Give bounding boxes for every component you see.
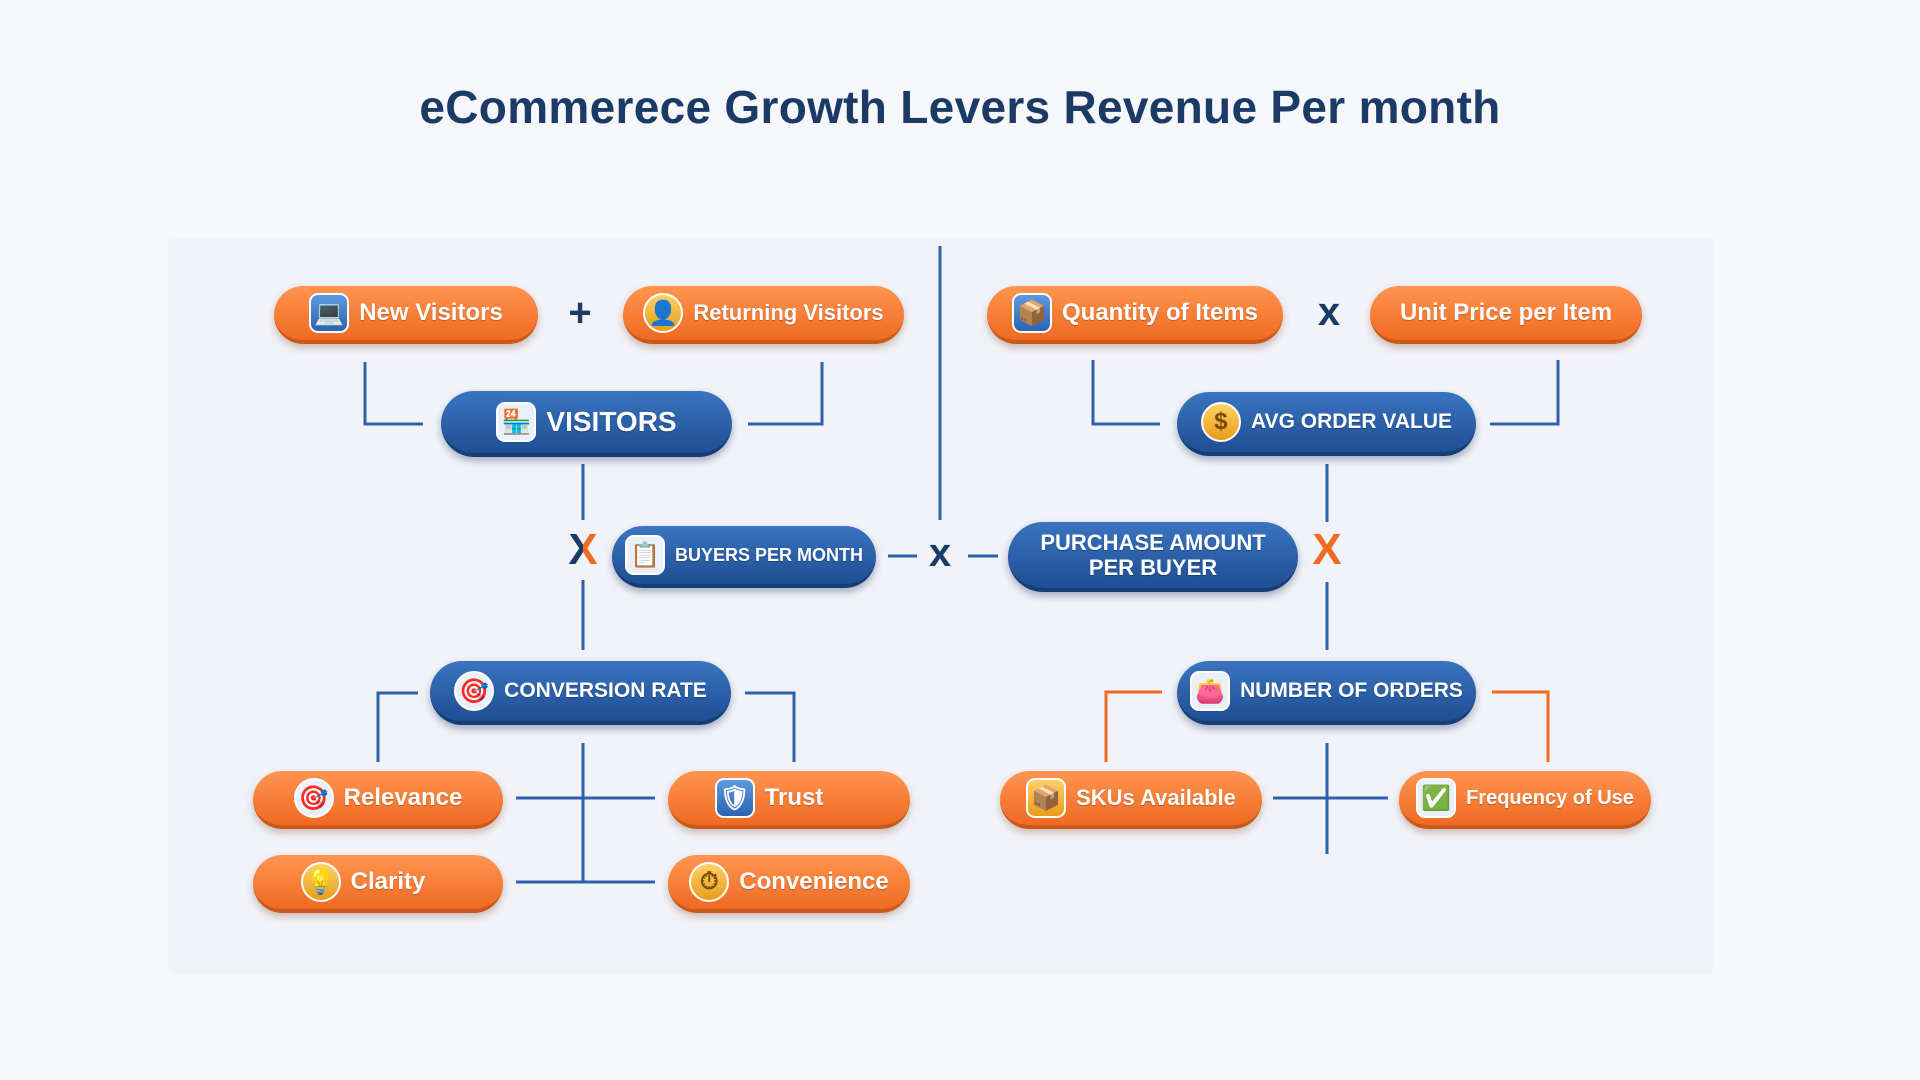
user-icon: 👤 (643, 293, 684, 333)
target-icon: 🎯 (293, 778, 334, 818)
avg-order-value-label: AVG ORDER VALUE (1250, 410, 1453, 433)
clipboard-icon: 📋 (624, 535, 665, 575)
buyers-per-month-node: 📋 BUYERS PER MONTH (612, 526, 876, 588)
convenience-label: Convenience (739, 868, 889, 895)
boxes-icon: 📦 (1011, 293, 1052, 333)
connector-orders-left (1104, 690, 1162, 762)
new-visitors-label: New Visitors (359, 299, 503, 326)
coins-icon: $ (1200, 402, 1241, 442)
frequency-of-use-label: Frequency of Use (1466, 786, 1634, 809)
clarity-label: Clarity (350, 868, 426, 895)
page-title: eCommerece Growth Levers Revenue Per mon… (419, 81, 1501, 133)
avg-order-value-node: $ AVG ORDER VALUE (1177, 392, 1476, 456)
connector-conversion-left (376, 691, 418, 762)
shield-icon: 🛡 (714, 778, 755, 818)
connector-quantity (1091, 360, 1160, 426)
frequency-of-use-node: ✅ Frequency of Use (1399, 771, 1651, 829)
multiply-operator-buyers: X (563, 528, 603, 572)
quantity-of-items-label: Quantity of Items (1061, 299, 1259, 326)
multiply-operator-aov: x (1317, 290, 1341, 334)
unit-price-node: Unit Price per Item (1370, 286, 1642, 344)
returning-visitors-label: Returning Visitors (693, 300, 884, 325)
package-icon: 📦 (1026, 778, 1067, 818)
lightbulb-icon: 💡 (300, 862, 341, 902)
storefront-icon: 🏪 (496, 402, 537, 442)
visitors-label: VISITORS (546, 406, 677, 437)
unit-price-label: Unit Price per Item (1399, 299, 1613, 326)
connector-unit-price (1490, 360, 1560, 426)
target-icon: 🎯 (454, 671, 495, 711)
returning-visitors-node: 👤 Returning Visitors (623, 286, 904, 344)
conversion-rate-label: CONVERSION RATE (504, 679, 707, 702)
visitors-node: 🏪 VISITORS (441, 391, 732, 457)
relevance-label: Relevance (343, 784, 463, 811)
clock-icon: ⏱ (689, 862, 730, 902)
number-of-orders-node: 👛 NUMBER OF ORDERS (1177, 661, 1476, 725)
skus-available-label: SKUs Available (1076, 785, 1236, 810)
connector-orders-right (1492, 690, 1550, 762)
conversion-rate-node: 🎯 CONVERSION RATE (430, 661, 731, 725)
connector-returning-visitors (748, 362, 824, 426)
quantity-of-items-node: 📦 Quantity of Items (987, 286, 1283, 344)
plus-operator: + (568, 291, 592, 335)
trust-node: 🛡 Trust (668, 771, 910, 829)
laptop-icon: 💻 (309, 293, 350, 333)
number-of-orders-label: NUMBER OF ORDERS (1240, 679, 1463, 702)
relevance-node: 🎯 Relevance (253, 771, 503, 829)
purchase-amount-node: PURCHASE AMOUNT PER BUYER (1008, 522, 1298, 592)
purchase-amount-label-line2: PER BUYER (1088, 555, 1218, 580)
new-visitors-node: 💻 New Visitors (274, 286, 538, 344)
connector-conversion-right (745, 691, 796, 762)
buyers-per-month-label: BUYERS PER MONTH (674, 544, 863, 565)
connector-new-visitors (363, 362, 423, 426)
trust-label: Trust (764, 784, 824, 811)
purchase-amount-label-line1: PURCHASE AMOUNT (1040, 530, 1266, 555)
calendar-check-icon: ✅ (1416, 778, 1457, 818)
multiply-operator-center: x (928, 531, 952, 575)
clarity-node: 💡 Clarity (253, 855, 503, 913)
multiply-operator-purchase: X (1312, 525, 1342, 574)
convenience-node: ⏱ Convenience (668, 855, 910, 913)
skus-available-node: 📦 SKUs Available (1000, 771, 1262, 829)
wallet-icon: 👛 (1190, 671, 1231, 711)
